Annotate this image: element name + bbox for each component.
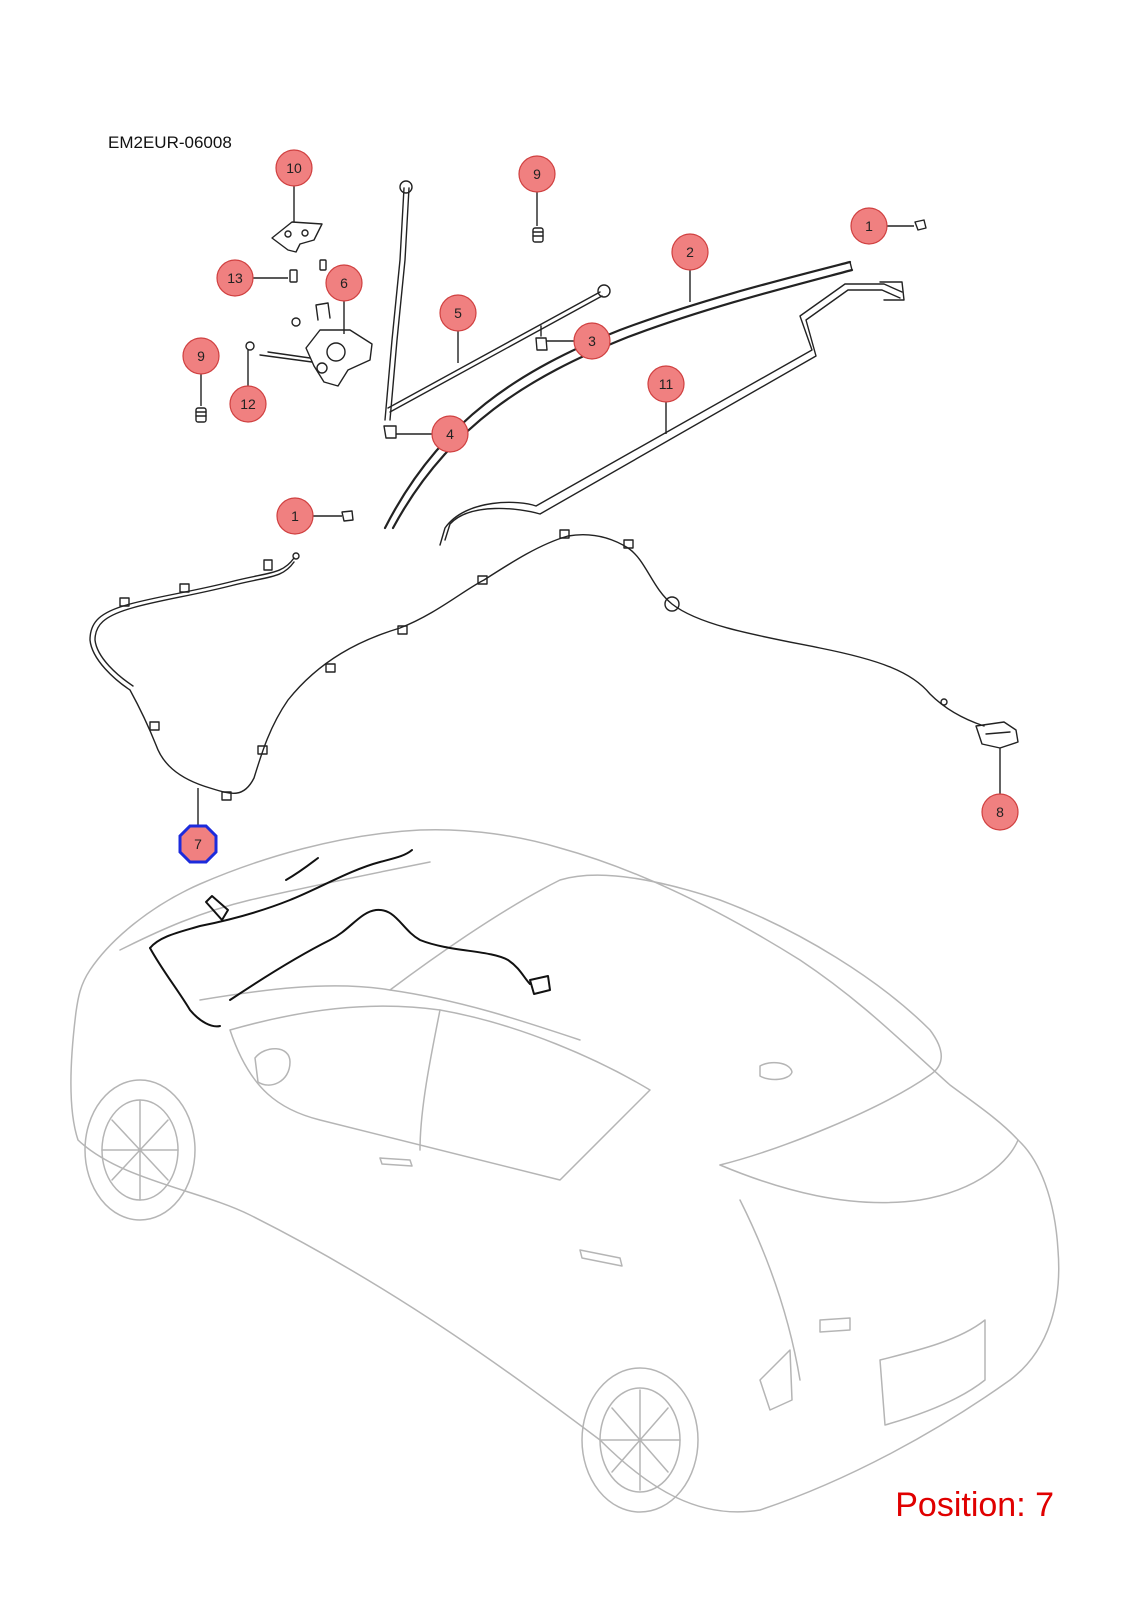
part-13-screw (289, 259, 327, 283)
callout-2-label: 2 (686, 244, 694, 260)
part-8-connector (975, 721, 1019, 749)
callout-9-left-label: 9 (197, 348, 205, 364)
callout-13-label: 13 (227, 270, 243, 286)
part-10-bracket-plate (271, 221, 323, 253)
callout-8-label: 8 (996, 804, 1004, 820)
callout-4-label: 4 (446, 426, 454, 442)
callout-13[interactable]: 13 (216, 259, 254, 297)
callout-6-label: 6 (340, 275, 348, 291)
part-1-clip-top (914, 219, 927, 231)
part-1-clip-lower (341, 510, 354, 522)
callout-9-top[interactable]: 9 (518, 155, 556, 193)
callouts: 10 9 1 2 13 6 5 3 (178, 149, 1019, 864)
callout-9-left[interactable]: 9 (182, 337, 220, 375)
callout-3[interactable]: 3 (573, 322, 611, 360)
part-5-cable (387, 284, 611, 413)
part-7-harness (89, 529, 985, 801)
harness-on-vehicle (149, 849, 551, 1028)
callout-7-label: 7 (194, 836, 202, 852)
callout-5[interactable]: 5 (439, 294, 477, 332)
drawing-code: EM2EUR-06008 (108, 133, 232, 152)
callout-2[interactable]: 2 (671, 233, 709, 271)
callout-1-top[interactable]: 1 (850, 207, 888, 245)
part-9-buffer-left (195, 407, 207, 423)
callout-11[interactable]: 11 (647, 365, 685, 403)
callout-10-label: 10 (286, 160, 302, 176)
callout-1-lower[interactable]: 1 (276, 497, 314, 535)
part-9-buffer-top (532, 227, 544, 243)
part-4-clip (383, 425, 397, 439)
callout-3-label: 3 (588, 333, 596, 349)
callout-7-highlighted[interactable]: 7 (178, 824, 218, 864)
callout-9-top-label: 9 (533, 166, 541, 182)
leader-lines (197, 186, 1001, 826)
part-6-latch (245, 302, 373, 387)
part-11-tube (439, 281, 905, 546)
callout-8[interactable]: 8 (981, 793, 1019, 831)
callout-12[interactable]: 12 (229, 385, 267, 423)
part-3-clip (535, 325, 548, 351)
vehicle-outline (70, 828, 1060, 1513)
callout-11-label: 11 (659, 376, 674, 392)
release-rod (384, 180, 413, 421)
callout-6[interactable]: 6 (325, 264, 363, 302)
callout-1-lower-label: 1 (291, 508, 299, 524)
position-label: Position: 7 (895, 1486, 1054, 1524)
callout-5-label: 5 (454, 305, 462, 321)
callout-10[interactable]: 10 (275, 149, 313, 187)
callout-4[interactable]: 4 (431, 415, 469, 453)
callout-12-label: 12 (240, 396, 256, 412)
callout-1-top-label: 1 (865, 218, 873, 234)
